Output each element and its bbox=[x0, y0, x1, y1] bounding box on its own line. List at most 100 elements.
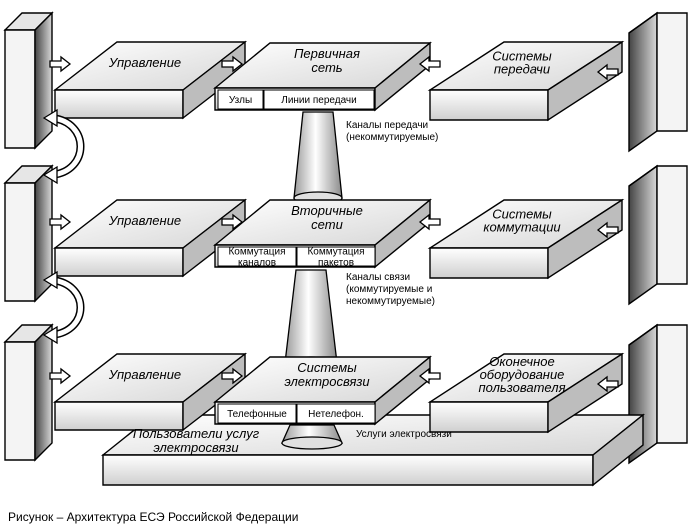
right-label-3-line: оборудование bbox=[480, 367, 565, 382]
left-wall-3-front bbox=[4, 341, 36, 461]
slot-label-2-1-line: каналов bbox=[238, 258, 276, 269]
slot-3-1 bbox=[217, 403, 297, 424]
right-wall-1-side bbox=[628, 11, 658, 153]
management-plate-2-front bbox=[54, 247, 184, 277]
connector-cylinder-2 bbox=[284, 269, 338, 370]
right-wall-3-edge bbox=[628, 324, 658, 346]
slot-label-3-2-line: Нетелефон. bbox=[308, 408, 364, 420]
slot-1-1 bbox=[217, 89, 264, 110]
slot-1-2 bbox=[263, 89, 375, 110]
curved-arrow-1-body bbox=[51, 115, 83, 178]
center-label-1-line: сеть bbox=[311, 60, 342, 75]
management-plate-1 bbox=[52, 40, 248, 120]
connector-label-1-line: (некоммутируемые) bbox=[346, 132, 438, 143]
base-platform-side bbox=[592, 413, 644, 487]
management-label-2: Управление bbox=[108, 213, 181, 228]
right-plate-3 bbox=[427, 352, 625, 434]
left-wall-1-side bbox=[34, 11, 53, 150]
right-plate-1 bbox=[427, 40, 625, 122]
slot-label-2-1-line: Коммутация bbox=[228, 247, 285, 258]
slot-label-1-1-line: Узлы bbox=[229, 95, 252, 106]
arrow-right-to-center-2 bbox=[418, 213, 441, 231]
right-plate-2-side bbox=[547, 198, 623, 280]
connector-cylinder-2-body bbox=[284, 269, 338, 364]
center-label-3-line: электросвязи bbox=[284, 374, 369, 389]
arrow-wall-to-management-2 bbox=[49, 213, 72, 231]
left-wall-3 bbox=[3, 323, 54, 462]
right-wall-1-edge bbox=[628, 12, 658, 34]
curved-arrow-2 bbox=[42, 270, 85, 345]
right-plate-3-side bbox=[547, 352, 623, 434]
arrow-right-to-center-3 bbox=[418, 367, 441, 385]
arrow-right-to-center-1 bbox=[418, 55, 441, 73]
arrow-management-to-center-1 bbox=[221, 55, 244, 73]
connector-cylinder-1-body bbox=[293, 111, 343, 199]
curved-arrow-1 bbox=[42, 108, 85, 185]
slot-label-1-2: Линии передачи bbox=[281, 95, 356, 106]
slot-label-3-1: Телефонные bbox=[227, 408, 287, 420]
connector-label-1-line: Каналы передачи bbox=[346, 120, 428, 131]
figure-caption: Рисунок – Архитектура ЕСЭ Российской Фед… bbox=[8, 510, 299, 524]
right-wall-2-edge bbox=[628, 165, 658, 187]
management-label-1: Управление bbox=[108, 55, 181, 70]
right-plate-3-front bbox=[429, 401, 549, 433]
management-label-3-line: Управление bbox=[108, 367, 181, 382]
connector-label-2-line: Каналы связи bbox=[346, 272, 410, 283]
left-wall-2 bbox=[3, 164, 54, 303]
left-wall-1 bbox=[3, 11, 54, 150]
right-label-3-line: пользователя bbox=[478, 380, 565, 395]
arrow-wall-to-right-2 bbox=[596, 221, 619, 239]
slot-label-3-2: Нетелефон. bbox=[308, 408, 364, 420]
right-plate-2-front bbox=[429, 247, 549, 279]
curved-arrow-1-head-bottom bbox=[42, 165, 58, 185]
management-label-2-line: Управление bbox=[108, 213, 181, 228]
right-plate-1-side bbox=[547, 40, 623, 122]
slot-2-2 bbox=[296, 246, 376, 267]
curved-arrow-1-head-top bbox=[42, 108, 58, 128]
right-wall-2-front bbox=[656, 165, 688, 285]
left-wall-3-side bbox=[34, 323, 53, 462]
slot-label-3-1-line: Телефонные bbox=[227, 408, 287, 420]
connector-label-2-line: (коммутируемые и bbox=[346, 284, 432, 295]
right-wall-2 bbox=[628, 164, 688, 306]
connector-label-2-line: некоммутируемые) bbox=[346, 296, 435, 307]
curved-arrow-2-head-top bbox=[42, 270, 58, 290]
left-wall-1-front bbox=[4, 29, 36, 149]
arrow-management-to-center-2 bbox=[221, 213, 244, 231]
right-label-3-line: Оконечное bbox=[489, 354, 554, 369]
right-wall-1-front bbox=[656, 12, 688, 132]
slot-label-1-2-line: Линии передачи bbox=[281, 95, 356, 106]
connector-label-3: Услуги электросвязи bbox=[356, 429, 452, 440]
center-label-1-line: Первичная bbox=[294, 46, 360, 61]
connector-cylinder-3 bbox=[280, 424, 344, 450]
center-label-3-line: Системы bbox=[297, 360, 357, 375]
right-plate-1-front bbox=[429, 89, 549, 121]
curved-arrow-1-outline bbox=[51, 114, 85, 179]
right-label-2-line: коммутации bbox=[483, 220, 560, 235]
curved-arrow-2-head-bottom bbox=[42, 325, 58, 345]
connector-label-1: Каналы передачи(некоммутируемые) bbox=[346, 120, 438, 143]
curved-arrow-2-body bbox=[51, 277, 83, 338]
base-platform-front bbox=[102, 454, 594, 486]
connector-cylinder-1 bbox=[293, 111, 343, 205]
slot-label-2-2-line: пакетов bbox=[318, 258, 354, 269]
center-label-2-line: сети bbox=[311, 217, 343, 232]
management-label-3: Управление bbox=[108, 367, 181, 382]
arrow-wall-to-right-1 bbox=[596, 63, 619, 81]
slot-3-2 bbox=[296, 403, 376, 424]
right-plate-2 bbox=[427, 198, 625, 280]
connector-cylinder-3-foot bbox=[281, 436, 343, 450]
arrow-management-to-center-3 bbox=[221, 367, 244, 385]
arrow-wall-to-right-3 bbox=[596, 375, 619, 393]
